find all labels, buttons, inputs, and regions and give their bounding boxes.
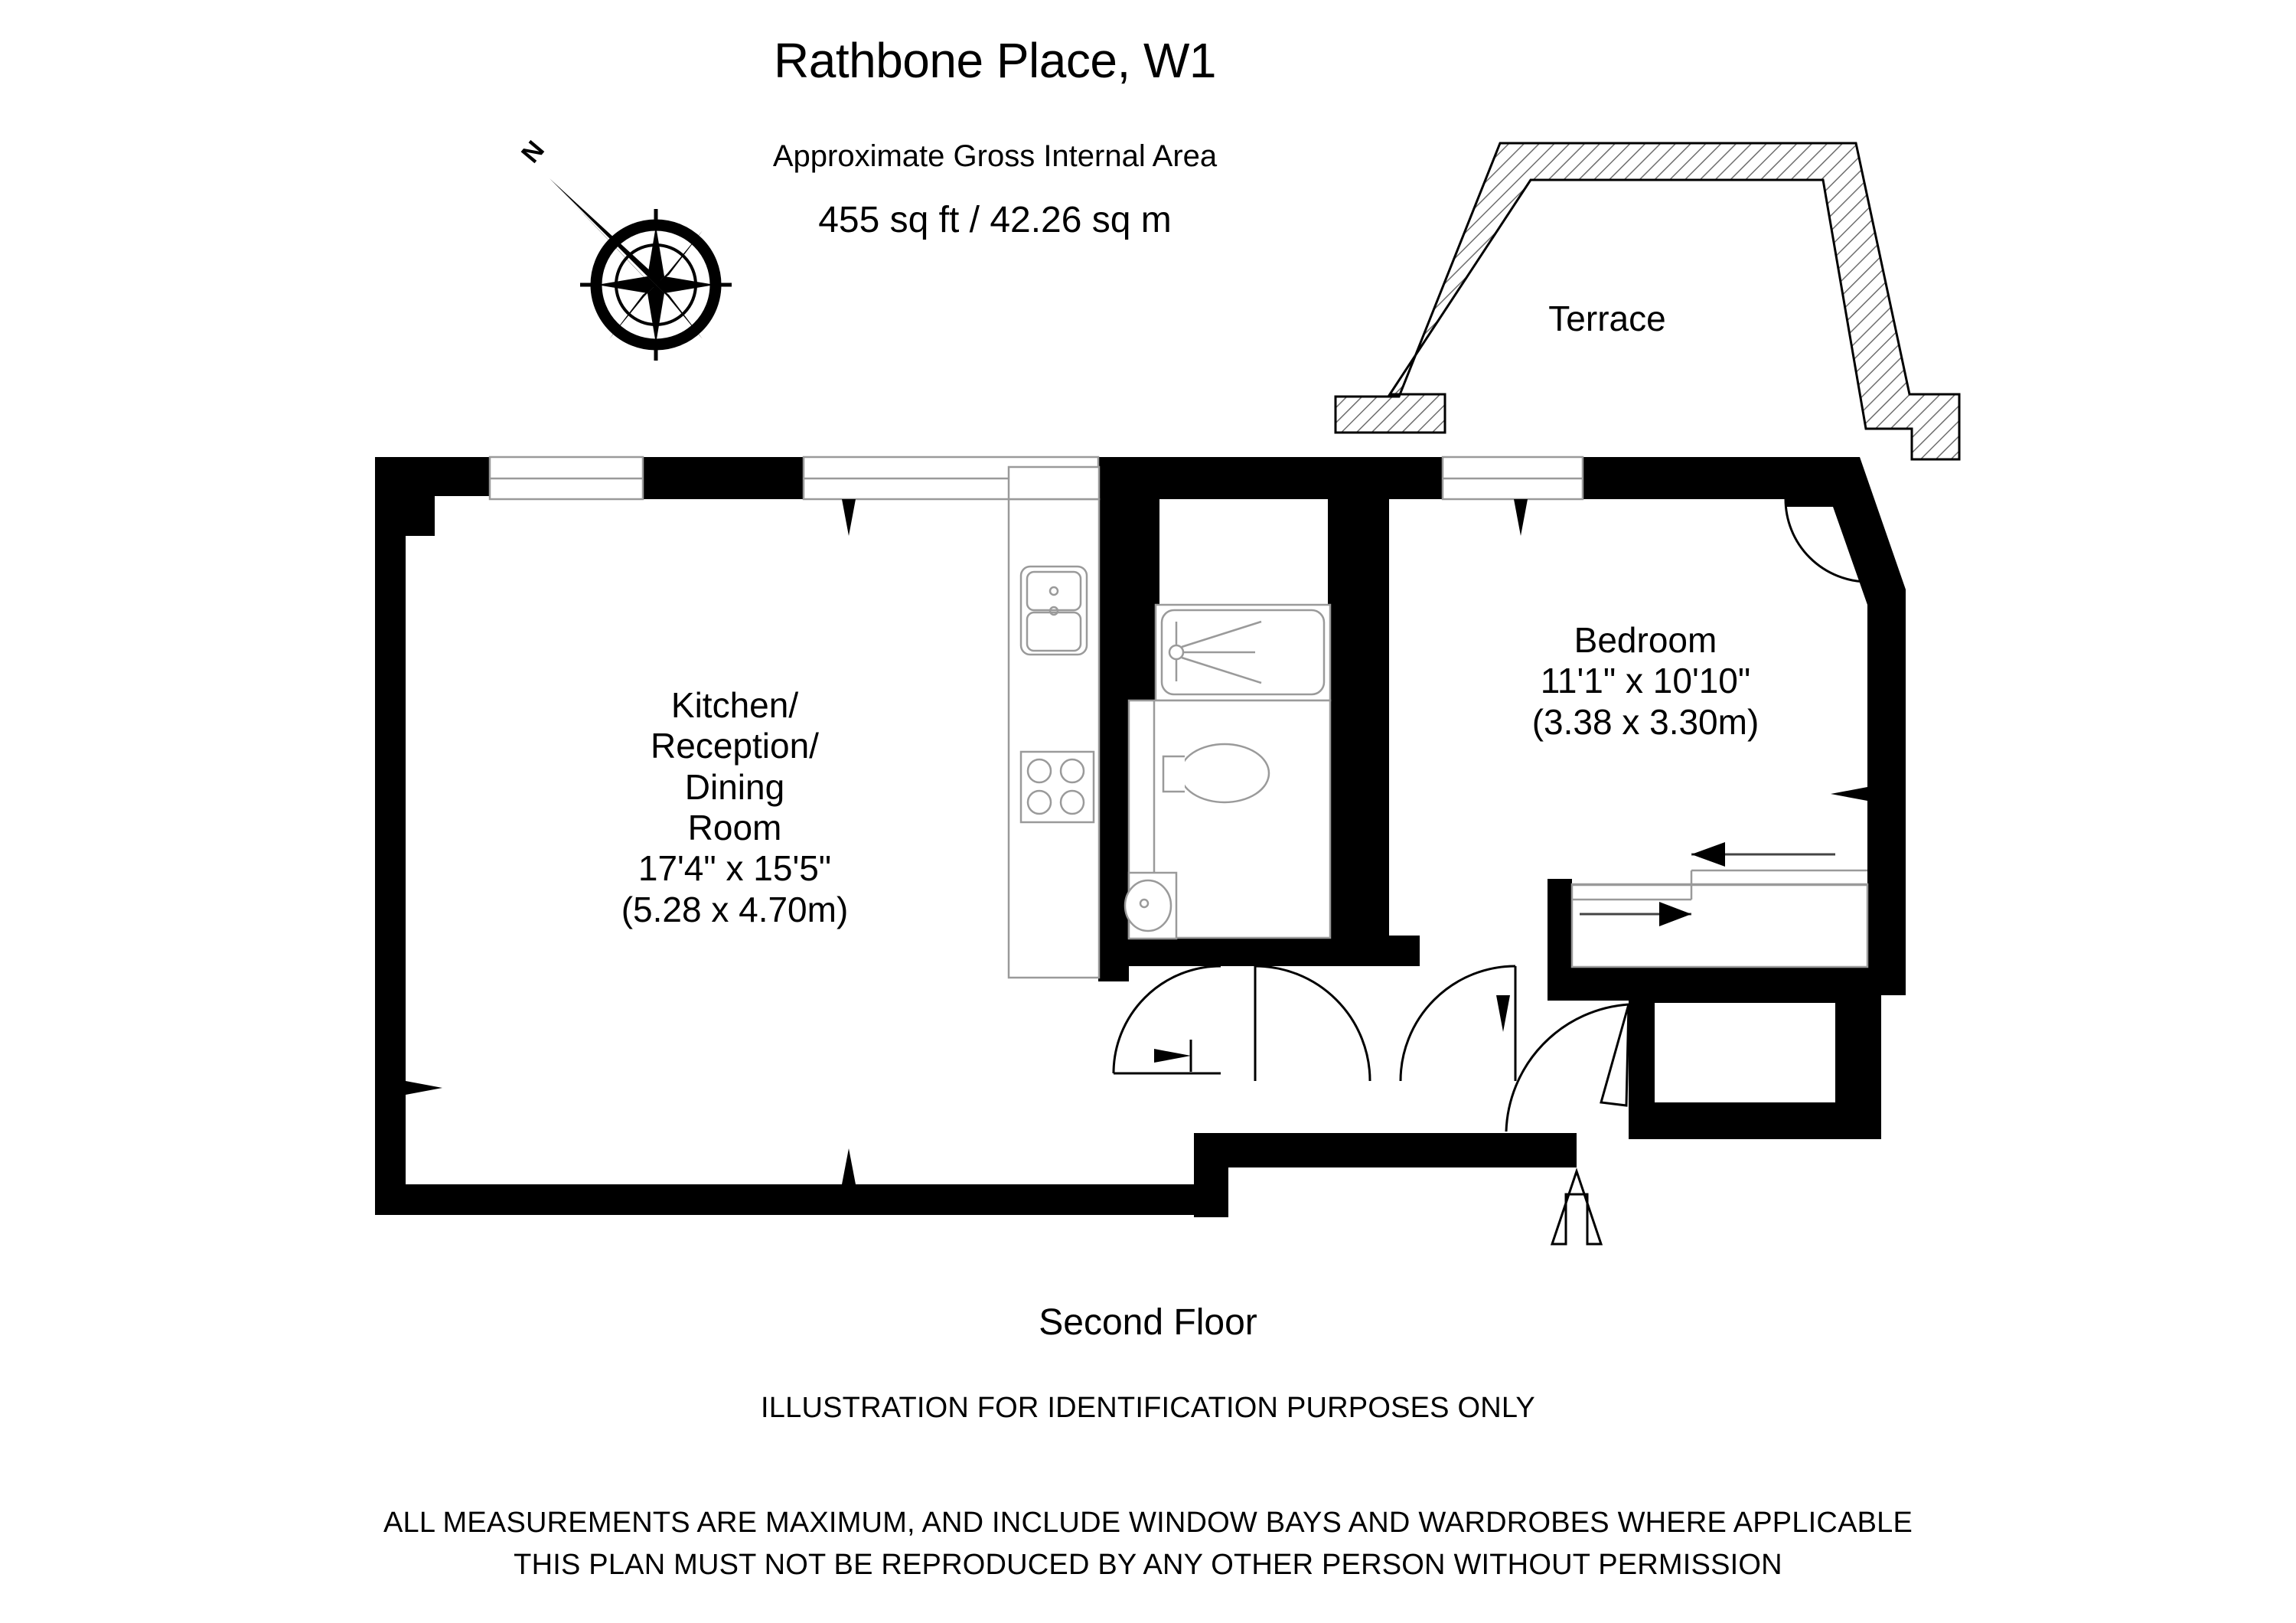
entrance-arrow-icon [1550,1167,1603,1246]
double-sink-icon [1019,565,1088,656]
kitchen-door-swing [1254,965,1371,1082]
kitchen-reception-walls [375,457,1577,1217]
kitchen-counter [1007,465,1101,979]
bedroom-door-swing [1399,965,1517,1082]
room-label-bedroom: Bedroom 11'1" x 10'10" (3.38 x 3.30m) [1531,620,1760,742]
disclaimer-reproduction: THIS PLAN MUST NOT BE REPRODUCED BY ANY … [514,1549,1782,1581]
sliding-wardrobe-icon [1570,842,1869,968]
compass-rose-svg: N [516,136,732,361]
terrace-outline [1334,142,1961,461]
shower-icon [1154,603,1332,702]
compass-rose-icon: N [505,134,735,364]
toilet-icon [1162,743,1270,804]
bedroom-walls [1389,457,1906,1139]
measurement-arrows [406,499,1867,1184]
room-label-kitchen-reception-dining: Kitchen/ Reception/ Dining Room 17'4" x … [621,685,849,929]
disclaimer-measurements: ALL MEASUREMENTS ARE MAXIMUM, AND INCLUD… [383,1507,1913,1539]
floor-name-label: Second Floor [1039,1302,1257,1343]
disclaimer-illustration: ILLUSTRATION FOR IDENTIFICATION PURPOSES… [761,1392,1535,1424]
room-label-terrace: Terrace [1548,299,1666,338]
terrace-door-swing [1784,457,1869,583]
basin-icon [1124,871,1178,940]
entry-door-swing [1505,1003,1630,1132]
bathroom-door-swing [1112,965,1221,1075]
window-kitchen-left [488,456,644,501]
hob-icon [1019,750,1095,824]
window-bedroom [1441,456,1584,501]
